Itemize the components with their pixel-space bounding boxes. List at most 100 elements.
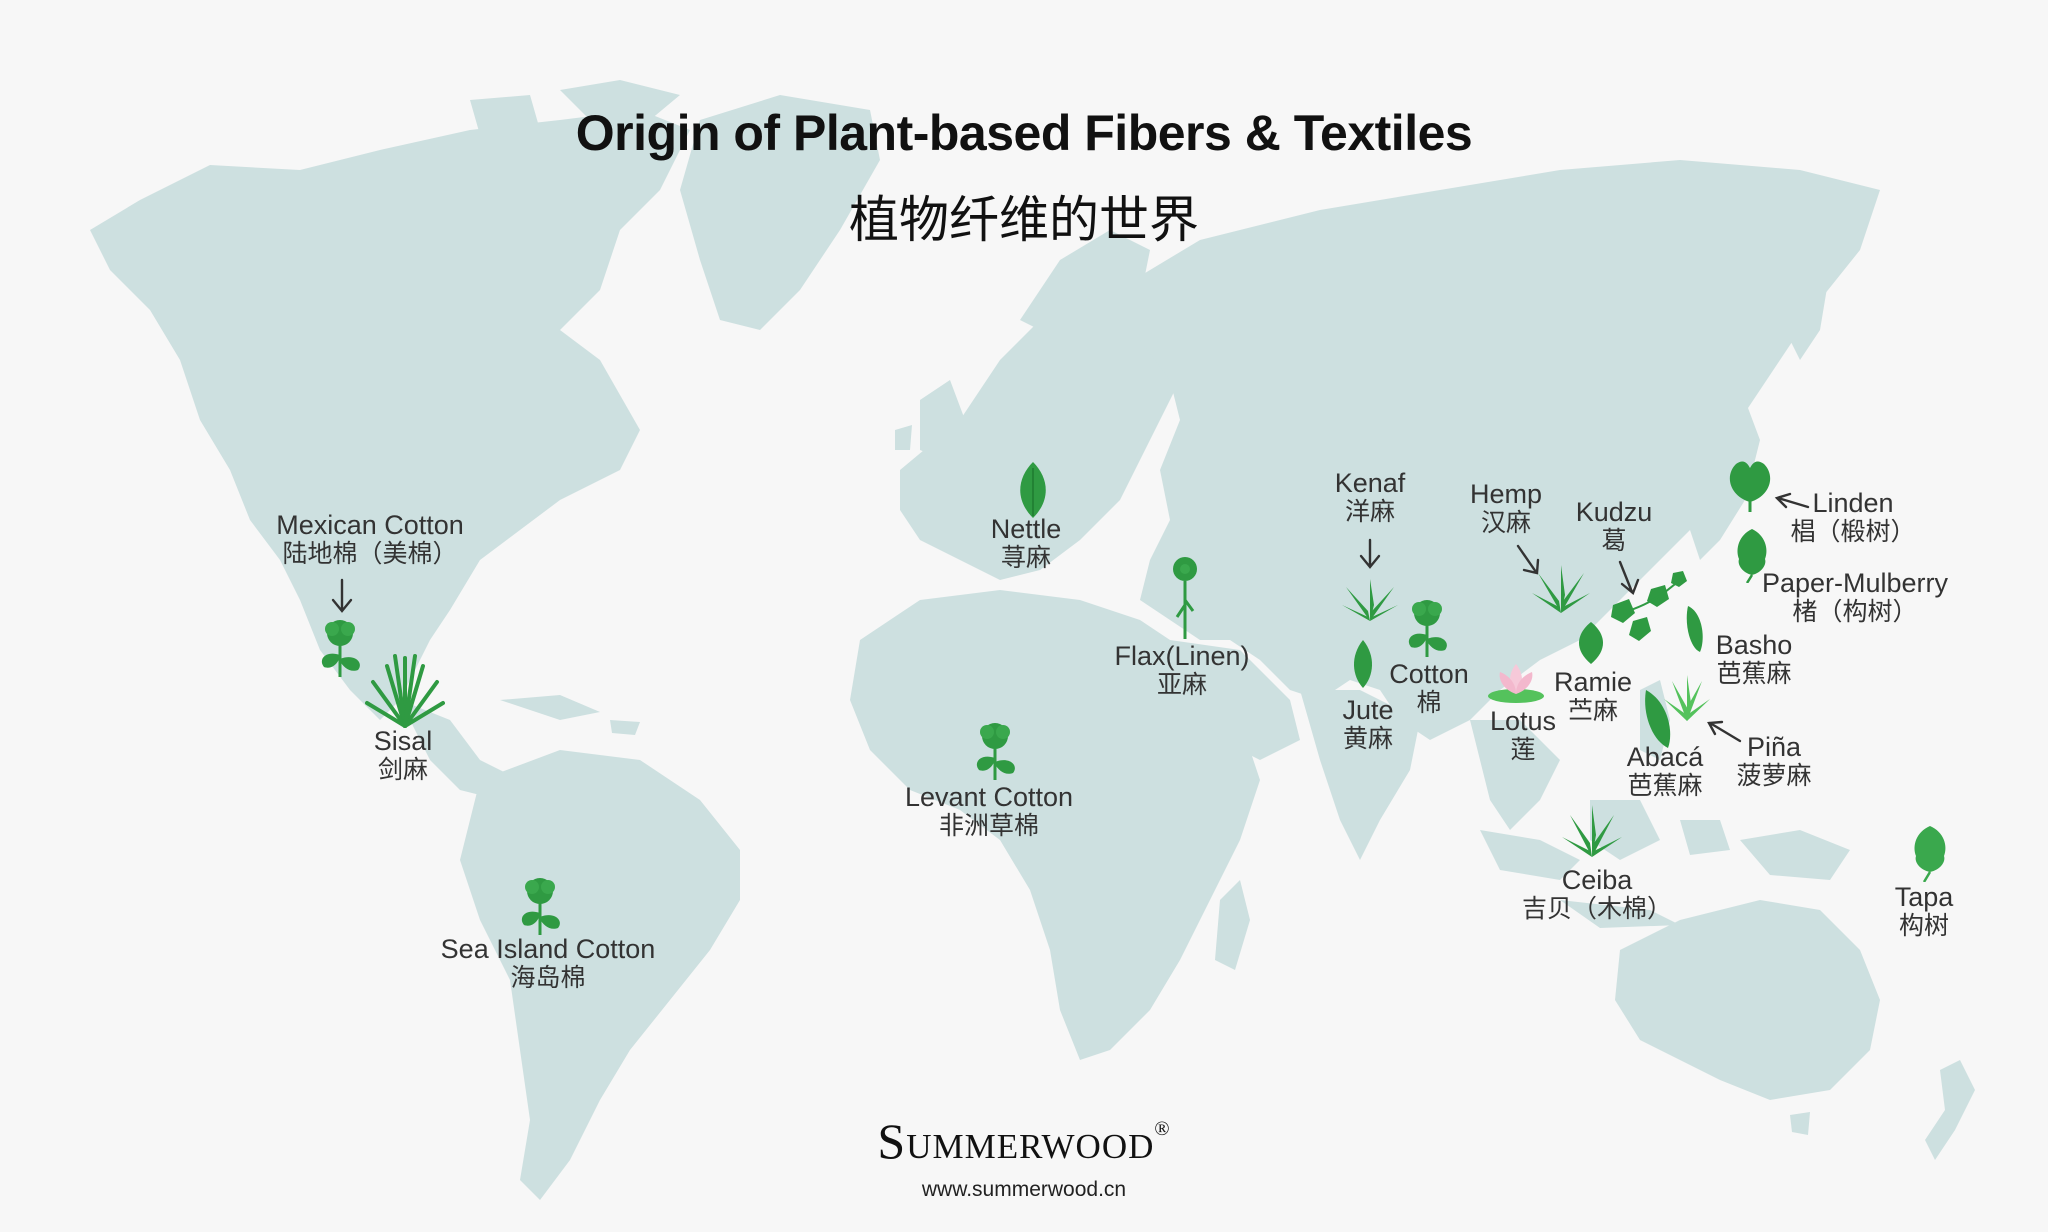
label-zh: 荨麻	[1000, 543, 1051, 573]
brand-name: Summerwood	[877, 1113, 1155, 1169]
indian-subcontinent-landmass	[1300, 690, 1420, 860]
mexican-cotton-arrow	[331, 578, 353, 613]
label-tapa: Tapa 构树	[1874, 882, 1974, 940]
label-en: Ceiba	[1561, 865, 1633, 895]
jute-leaf-icon	[1353, 640, 1373, 688]
label-en: Levant Cotton	[904, 782, 1074, 812]
label-en: Piña	[1746, 732, 1802, 762]
new-guinea-landmass	[1740, 830, 1850, 880]
arctic-islands-landmass	[470, 80, 680, 135]
label-sisal: Sisal 剑麻	[350, 726, 456, 784]
new-zealand-landmass	[1925, 1060, 1975, 1160]
central-america-landmass	[400, 700, 520, 800]
label-en: Sea Island Cotton	[440, 934, 656, 964]
indonesia-landmass	[1480, 800, 1730, 928]
arabian-peninsula-landmass	[1170, 640, 1300, 760]
label-zh: 棉	[1416, 688, 1442, 718]
label-zh: 构树	[1898, 911, 1949, 941]
label-zh: 黄麻	[1342, 724, 1393, 754]
label-ceiba: Ceiba 吉贝（木棉）	[1500, 865, 1694, 923]
label-zh: 剑麻	[377, 755, 428, 785]
north-america-landmass	[90, 110, 690, 720]
label-lotus: Lotus 莲	[1468, 706, 1578, 764]
page-subtitle: 植物纤维的世界	[849, 191, 1199, 249]
nettle-leaf-icon	[1020, 462, 1046, 518]
label-en: Tapa	[1894, 882, 1954, 912]
pineapple-leaf-icon	[1664, 675, 1710, 721]
label-zh: 椙（椴树）	[1790, 517, 1916, 547]
label-levant-cotton: Levant Cotton 非洲草棉	[886, 782, 1092, 840]
greenland-landmass	[680, 95, 880, 330]
label-zh: 洋麻	[1344, 497, 1395, 527]
cotton-boll-icon	[1408, 600, 1447, 657]
south-america-landmass	[460, 750, 740, 1200]
asia-landmass	[1100, 160, 1880, 740]
africa-landmass	[850, 590, 1260, 1060]
kamchatka-landmass	[1780, 240, 1830, 360]
hemp-arrow	[1516, 544, 1540, 575]
label-ramie: Ramie 苎麻	[1538, 667, 1648, 725]
label-abaca: Abacá 芭蕉麻	[1610, 742, 1720, 800]
ramie-leaf-icon	[1578, 622, 1604, 664]
label-en: Linden	[1812, 488, 1894, 518]
label-en: Hemp	[1469, 479, 1543, 509]
lotus-flower-icon	[1488, 664, 1544, 703]
brand-logo: Summerwood®	[0, 1112, 2048, 1170]
japan-landmass	[1690, 400, 1760, 560]
banana-leaf-icon	[1686, 606, 1703, 652]
kenaf-arrow	[1359, 538, 1381, 569]
label-jute: Jute 黄麻	[1318, 695, 1418, 753]
tasmania-landmass	[1790, 1112, 1810, 1135]
label-basho: Basho 芭蕉麻	[1704, 630, 1804, 688]
label-sea-island-cotton: Sea Island Cotton 海岛棉	[426, 934, 670, 992]
label-zh: 吉贝（木棉）	[1521, 894, 1672, 924]
label-zh: 汉麻	[1480, 508, 1531, 538]
label-zh: 海岛棉	[510, 963, 586, 993]
linden-leaf-icon	[1729, 461, 1771, 512]
australia-landmass	[1615, 900, 1880, 1100]
label-en: Flax(Linen)	[1114, 641, 1250, 671]
label-en: Basho	[1715, 630, 1793, 660]
label-en: Mexican Cotton	[276, 510, 464, 540]
hemp-leaf-icon	[1532, 565, 1590, 613]
label-en: Nettle	[990, 514, 1062, 544]
label-zh: 苎麻	[1567, 696, 1618, 726]
label-en: Lotus	[1489, 706, 1557, 736]
madagascar-landmass	[1215, 880, 1250, 970]
cotton-boll-icon	[976, 723, 1015, 780]
ceiba-leaf-icon	[1562, 805, 1622, 857]
label-en: Kenaf	[1334, 468, 1406, 498]
page-title: Origin of Plant-based Fibers & Textiles	[575, 105, 1473, 161]
kenaf-leaf-icon	[1342, 579, 1398, 621]
label-linden: Linden 椙（椴树）	[1780, 488, 1926, 546]
cotton-boll-icon	[321, 620, 360, 677]
label-en: Kudzu	[1575, 497, 1653, 527]
pina-arrow	[1707, 720, 1742, 743]
label-paper-mulberry: Paper-Mulberry 楮（构树）	[1750, 568, 1960, 626]
linden-arrow	[1774, 492, 1810, 509]
flax-flower-icon	[1173, 557, 1197, 639]
registered-mark: ®	[1154, 1118, 1171, 1140]
label-en: Jute	[1342, 695, 1394, 725]
label-mexican-cotton: Mexican Cotton 陆地棉（美棉）	[262, 510, 478, 568]
label-flax: Flax(Linen) 亚麻	[1100, 641, 1264, 699]
label-zh: 非洲草棉	[938, 811, 1039, 841]
label-zh: 菠萝麻	[1736, 761, 1812, 791]
europe-landmass	[900, 300, 1180, 580]
label-zh: 陆地棉（美棉）	[282, 539, 458, 569]
label-pina: Piña 菠萝麻	[1724, 732, 1824, 790]
label-zh: 葛	[1601, 526, 1627, 556]
label-en: Sisal	[373, 726, 433, 756]
caribbean-islands-landmass	[500, 695, 640, 735]
abaca-leaf-icon	[1645, 690, 1671, 748]
label-zh: 亚麻	[1156, 670, 1207, 700]
tapa-leaf-icon	[1914, 826, 1946, 882]
brand-url[interactable]: www.summerwood.cn	[921, 1178, 1127, 1201]
southeast-asia-landmass	[1470, 720, 1560, 830]
kudzu-arrow	[1618, 560, 1640, 595]
label-cotton: Cotton 棉	[1374, 659, 1484, 717]
kudzu-vine-icon	[1611, 571, 1687, 641]
label-en: Abacá	[1626, 742, 1704, 772]
label-nettle: Nettle 荨麻	[966, 514, 1086, 572]
